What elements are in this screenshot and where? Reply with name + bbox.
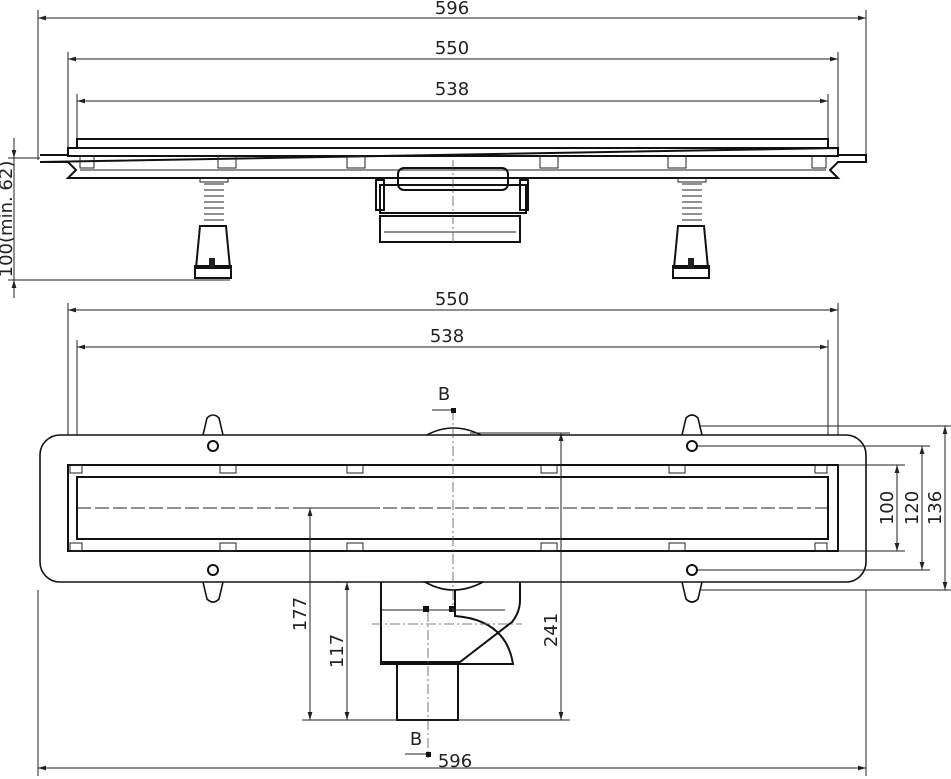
section-label: B [410, 729, 422, 750]
dimension-100: 100 [838, 464, 905, 552]
dimension-538-top: 538 [76, 79, 829, 140]
dimension-241: 241 [470, 432, 570, 720]
dimension-label: 241 [541, 613, 562, 647]
dimension-596-top: 596 [37, 0, 867, 160]
dimension-label: 538 [430, 326, 464, 347]
dimension-596-bottom: 596 [37, 590, 867, 776]
dimension-label: 100(min. 62) [0, 161, 17, 278]
dimension-height: 100(min. 62) [0, 138, 230, 298]
channel-side [39, 138, 867, 179]
section-mark-bottom: B [405, 729, 431, 757]
dimension-label: 100 [877, 491, 898, 525]
plan-view: 550 538 [37, 289, 951, 776]
dimension-label: 136 [925, 491, 946, 525]
dimension-label: 120 [902, 491, 923, 525]
outlet-plan [372, 581, 522, 721]
dimension-136: 136 [700, 425, 951, 591]
grate-clips [79, 155, 827, 169]
dimension-label: 177 [290, 597, 311, 631]
dimension-label: 538 [435, 79, 469, 100]
section-label: B [438, 384, 450, 405]
dimension-label: 550 [435, 38, 469, 59]
dimension-label: 596 [438, 751, 472, 772]
dimension-label: 550 [435, 289, 469, 310]
dimension-550-top: 550 [67, 38, 839, 150]
adjustable-foot-right [672, 177, 710, 279]
dimension-label: 596 [435, 0, 469, 19]
dimension-120: 120 [698, 445, 930, 571]
dimension-label: 117 [327, 634, 348, 668]
mounting-tabs [202, 414, 703, 603]
section-mark-top: B [432, 384, 456, 413]
side-view: 596 550 538 [0, 0, 867, 298]
dimension-117: 117 [327, 581, 381, 720]
outlet-side [375, 160, 529, 245]
grate-clips-plan [69, 464, 828, 552]
adjustable-foot-left [194, 177, 232, 279]
